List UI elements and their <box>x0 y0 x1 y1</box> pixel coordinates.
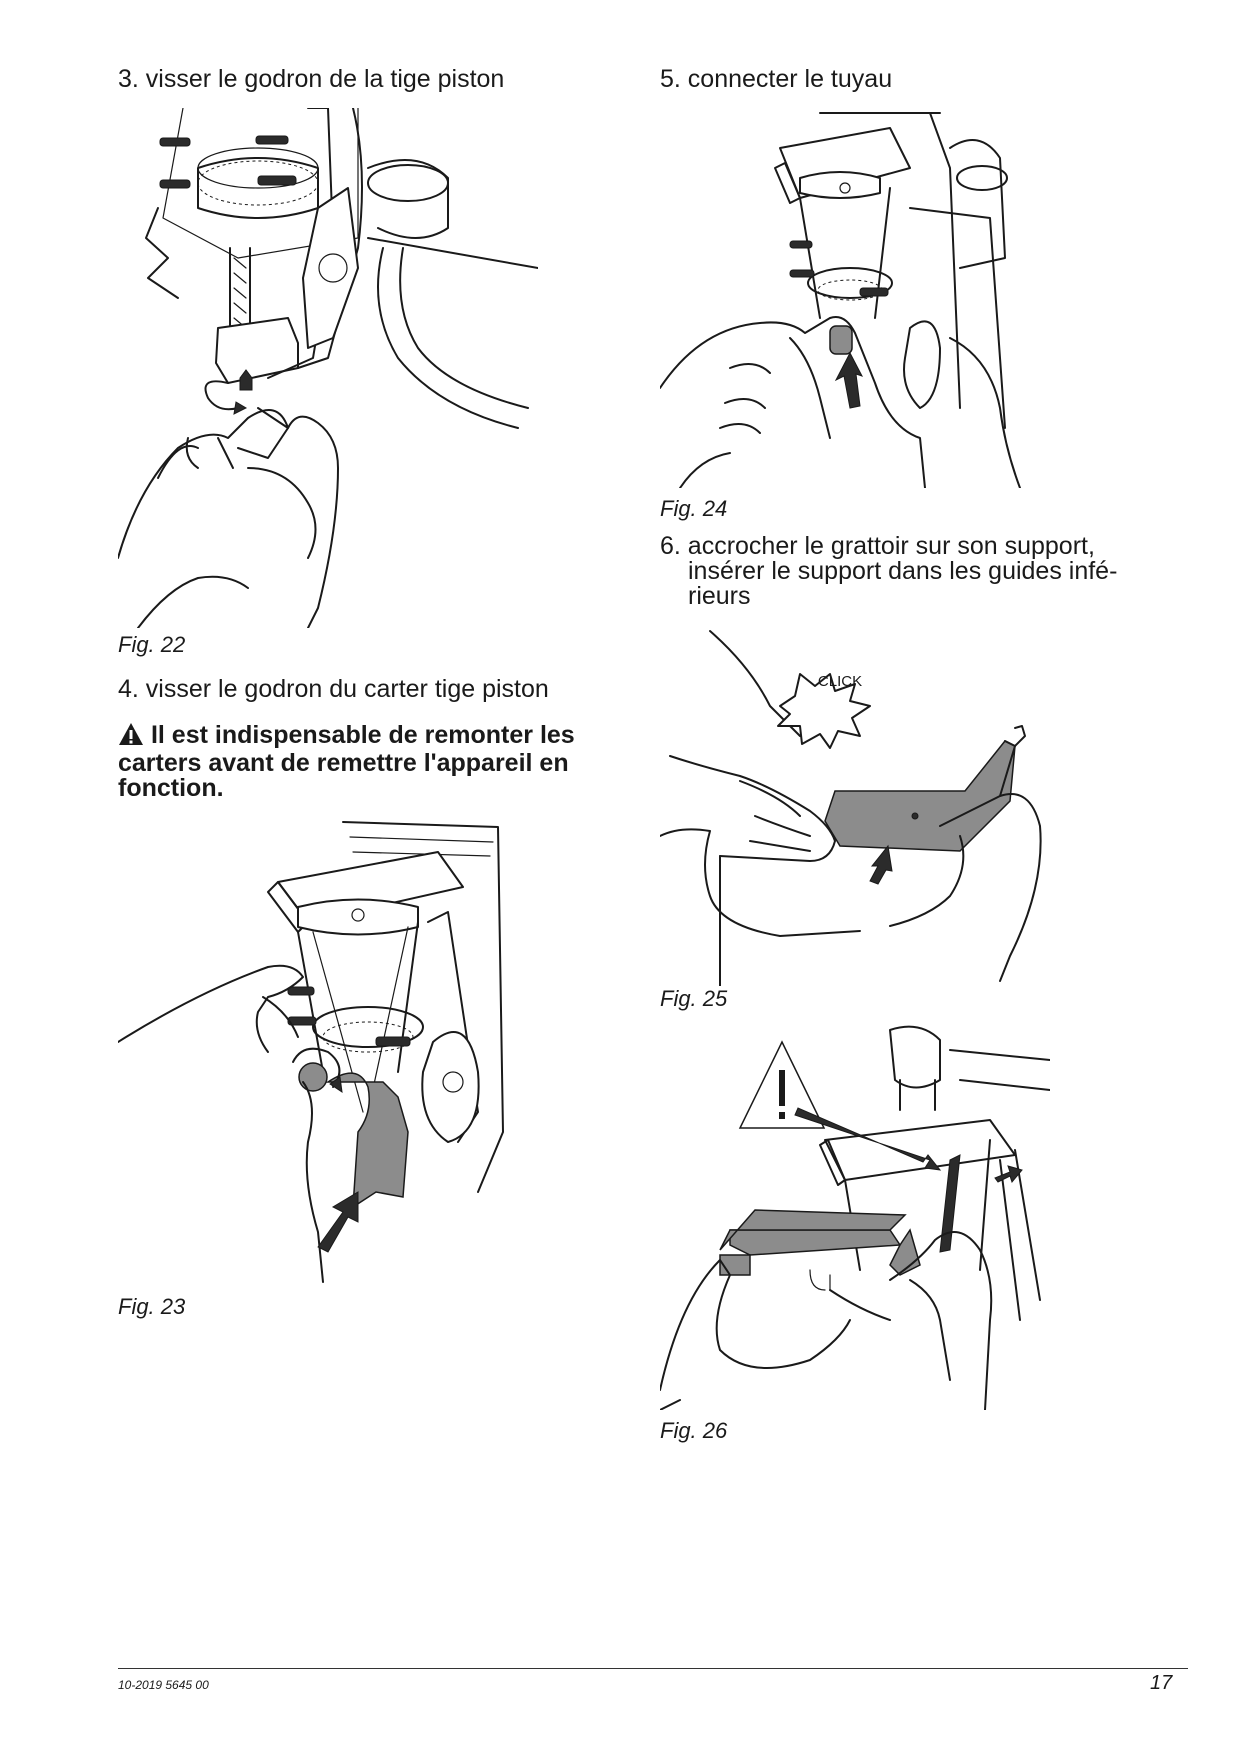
step-6-line-2: insérer le support dans les guides infé- <box>688 557 1118 585</box>
figure-24-drawing <box>660 112 1021 488</box>
figure-23-drawing <box>118 821 504 1283</box>
figure-25-illustration: CLICK <box>660 626 1050 986</box>
click-burst-icon <box>777 673 871 749</box>
figure-23-illustration <box>118 812 508 1292</box>
figure-24-illustration <box>660 108 1040 488</box>
click-label: CLICK <box>818 673 862 690</box>
figure-24-caption: Fig. 24 <box>660 496 728 521</box>
figure-25-caption: Fig. 25 <box>660 986 728 1011</box>
figure-22-illustration <box>118 108 538 628</box>
warning-notice: Il est indispensable de remonter les car… <box>118 722 638 801</box>
figure-26-drawing <box>660 1025 1050 1410</box>
step-6-heading: 6. accrocher le grattoir sur son support… <box>660 534 1117 609</box>
document-code: 10-2019 5645 00 <box>118 1678 209 1692</box>
step-6-line-1: 6. accrocher le grattoir sur son support… <box>660 532 1095 560</box>
step-6-line-3: rieurs <box>688 582 751 610</box>
figure-26-illustration <box>660 1020 1050 1410</box>
page-number: 17 <box>1150 1672 1173 1694</box>
warning-triangle-icon <box>118 722 144 751</box>
figure-26-caption: Fig. 26 <box>660 1418 728 1443</box>
step-3-heading: 3. visser le godron de la tige piston <box>118 65 505 93</box>
warning-line-3: fonction. <box>118 774 224 802</box>
warning-triangle-icon <box>738 1040 826 1129</box>
figure-22-caption: Fig. 22 <box>118 632 186 657</box>
step-5-heading: 5. connecter le tuyau <box>660 65 893 93</box>
warning-line-1: Il est indispensable de remonter les <box>150 721 575 749</box>
figure-25-drawing: CLICK <box>660 630 1042 986</box>
step-4-heading: 4. visser le godron du carter tige pisto… <box>118 675 549 703</box>
footer-divider <box>118 1668 1188 1669</box>
warning-line-2: carters avant de remettre l'appareil en <box>118 749 569 777</box>
figure-22-drawing <box>118 108 538 628</box>
figure-23-caption: Fig. 23 <box>118 1294 186 1319</box>
